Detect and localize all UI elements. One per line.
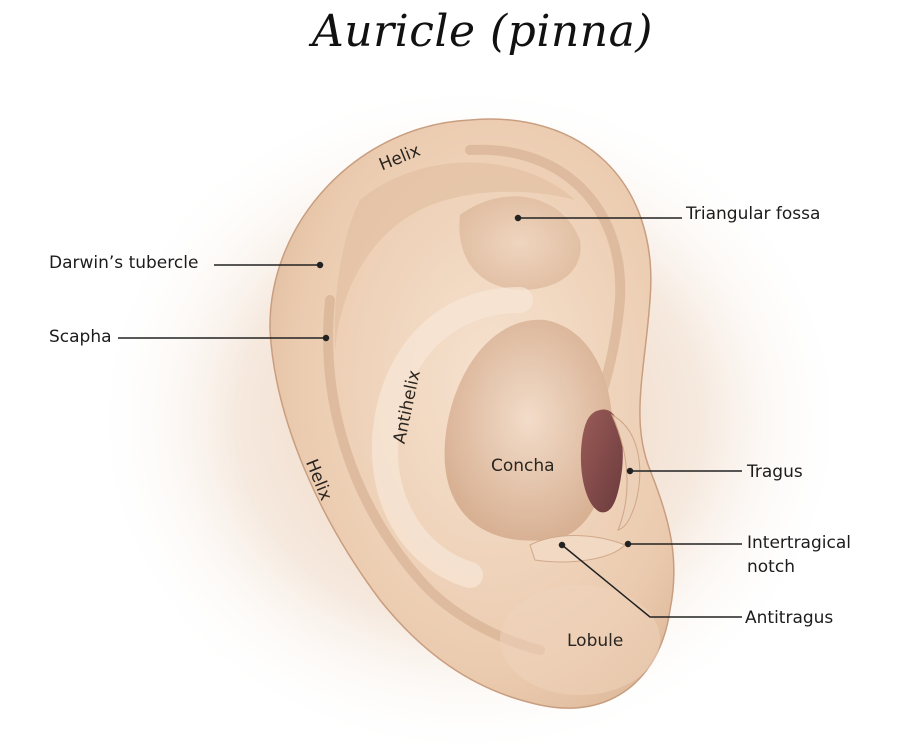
scapha-band	[334, 162, 575, 350]
leader-dot-darwins-tubercle	[316, 261, 324, 269]
diagram-title: Auricle (pinna)	[312, 6, 653, 57]
leader-lines	[118, 214, 742, 618]
tragus	[610, 413, 641, 531]
label-darwins-tubercle: Darwin’s tubercle	[49, 253, 199, 273]
label-scapha: Scapha	[49, 327, 112, 347]
label-intertragical-notch: Intertragical notch	[747, 533, 851, 577]
leader-dot-tragus	[626, 467, 634, 475]
label-antitragus: Antitragus	[745, 608, 834, 628]
label-triangular-fossa: Triangular fossa	[686, 204, 821, 224]
antihelix-ridge	[371, 287, 533, 588]
lobule	[500, 585, 660, 695]
leader-antitragus	[561, 544, 742, 618]
ear-canal	[580, 409, 623, 513]
leader-dot-antitragus	[558, 541, 566, 549]
leader-dot-triangular-fossa	[514, 214, 522, 222]
triangular-fossa	[459, 196, 581, 290]
concha-bowl	[444, 319, 613, 541]
leader-dot-scapha	[322, 334, 330, 342]
label-lobule: Lobule	[567, 631, 624, 651]
label-tragus: Tragus	[747, 462, 803, 482]
label-concha: Concha	[491, 456, 555, 476]
leader-dot-intertragical-notch	[624, 540, 632, 548]
